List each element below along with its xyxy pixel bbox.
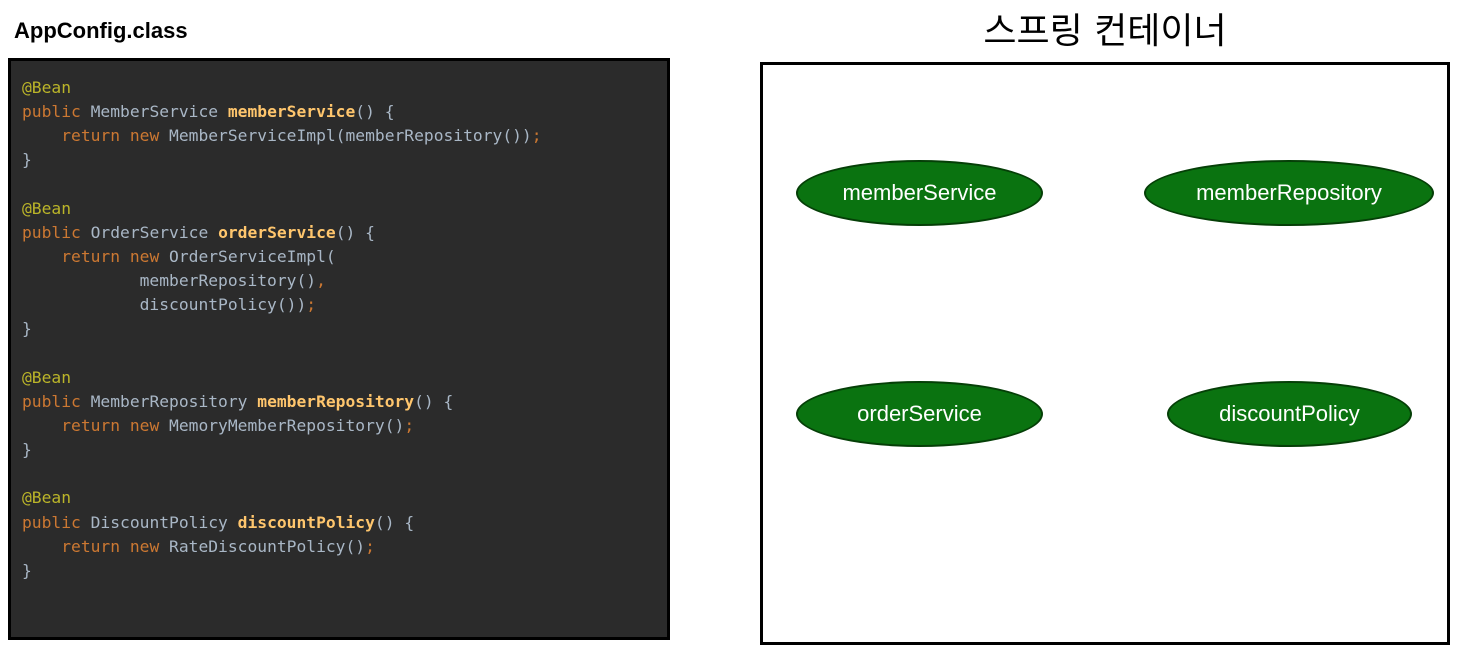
code-token-plain: memberRepository() bbox=[22, 271, 317, 291]
code-token-plain: () { bbox=[414, 391, 454, 411]
code-token-plain: } bbox=[22, 319, 32, 339]
code-line: public OrderService orderService() { bbox=[22, 221, 542, 245]
code-token-plain bbox=[22, 126, 61, 145]
bean-discount-policy: discountPolicy bbox=[1167, 381, 1412, 447]
code-token-plain: () { bbox=[374, 512, 415, 532]
bean-order-service: orderService bbox=[796, 381, 1043, 447]
code-token-plain: } bbox=[22, 150, 32, 170]
code-line: public MemberRepository memberRepository… bbox=[22, 390, 542, 414]
code-token-plain: RateDiscountPolicy() bbox=[169, 536, 366, 556]
code-token-annotation: @Bean bbox=[22, 367, 72, 387]
config-class-title: AppConfig.class bbox=[14, 18, 188, 43]
code-token-punct: ; bbox=[365, 536, 375, 556]
code-token-annotation: @Bean bbox=[22, 488, 72, 508]
code-line: @Bean bbox=[22, 486, 542, 510]
code-line: @Bean bbox=[22, 76, 542, 100]
code-token-method: discountPolicy bbox=[237, 512, 375, 532]
code-token-plain: MemberServiceImpl(memberRepository()) bbox=[169, 126, 532, 146]
code-line: public MemberService memberService() { bbox=[22, 100, 542, 124]
code-line: } bbox=[22, 559, 542, 583]
code-token-plain: } bbox=[22, 560, 32, 580]
code-token-plain: discountPolicy()) bbox=[22, 295, 307, 315]
code-token-plain: OrderServiceImpl( bbox=[169, 246, 336, 266]
code-token-punct: , bbox=[316, 271, 326, 291]
code-token-keyword: public bbox=[22, 102, 91, 122]
code-line: } bbox=[22, 438, 542, 462]
spring-container-title: 스프링 컨테이너 bbox=[983, 11, 1227, 52]
code-line bbox=[22, 462, 542, 486]
spring-container: memberService memberRepository orderServ… bbox=[760, 62, 1450, 645]
code-token-plain: MemberRepository bbox=[90, 391, 258, 411]
code-token-punct: ; bbox=[404, 415, 415, 435]
code-token-method: memberRepository bbox=[257, 391, 415, 411]
code-line bbox=[22, 173, 542, 197]
code-token-plain: OrderService bbox=[90, 222, 219, 242]
code-line: @Bean bbox=[22, 197, 542, 221]
code-line: return new MemberServiceImpl(memberRepos… bbox=[22, 124, 542, 148]
code-line: return new MemoryMemberRepository(); bbox=[22, 414, 542, 438]
code-token-plain bbox=[22, 416, 61, 435]
code-line: return new OrderServiceImpl( bbox=[22, 245, 542, 269]
code-line: discountPolicy()); bbox=[22, 293, 542, 317]
code-token-keyword: public bbox=[22, 391, 91, 411]
code-token-keyword: return new bbox=[61, 126, 170, 146]
code-token-keyword: public bbox=[22, 512, 91, 532]
code-token-punct: ; bbox=[306, 295, 317, 315]
code-token-keyword: return new bbox=[61, 536, 170, 556]
code-token-plain bbox=[22, 247, 61, 266]
code-token-keyword: return new bbox=[61, 415, 170, 435]
code-token-punct: ; bbox=[531, 126, 542, 146]
code-token-annotation: @Bean bbox=[22, 198, 72, 218]
code-line: memberRepository(), bbox=[22, 269, 542, 293]
code-line: } bbox=[22, 148, 542, 172]
code-token-plain: } bbox=[22, 440, 32, 460]
code-token-method: orderService bbox=[218, 222, 336, 242]
code-line bbox=[22, 342, 542, 366]
code-line: return new RateDiscountPolicy(); bbox=[22, 535, 542, 559]
code-line: public DiscountPolicy discountPolicy() { bbox=[22, 511, 542, 535]
code-token-plain: () { bbox=[335, 222, 375, 242]
code-line: } bbox=[22, 317, 542, 341]
code-token-method: memberService bbox=[227, 102, 356, 122]
bean-member-service: memberService bbox=[796, 160, 1043, 226]
code-token-plain bbox=[22, 537, 61, 556]
code-token-plain: DiscountPolicy bbox=[90, 512, 238, 532]
code-token-plain: MemberService bbox=[90, 102, 228, 122]
code-line: @Bean bbox=[22, 366, 542, 390]
code-token-plain: MemoryMemberRepository() bbox=[169, 415, 405, 435]
code-token-plain: () { bbox=[355, 102, 395, 122]
code-token-keyword: return new bbox=[61, 246, 170, 266]
code-token-annotation: @Bean bbox=[22, 78, 72, 97]
code-token-keyword: public bbox=[22, 222, 91, 242]
bean-member-repository: memberRepository bbox=[1144, 160, 1434, 226]
